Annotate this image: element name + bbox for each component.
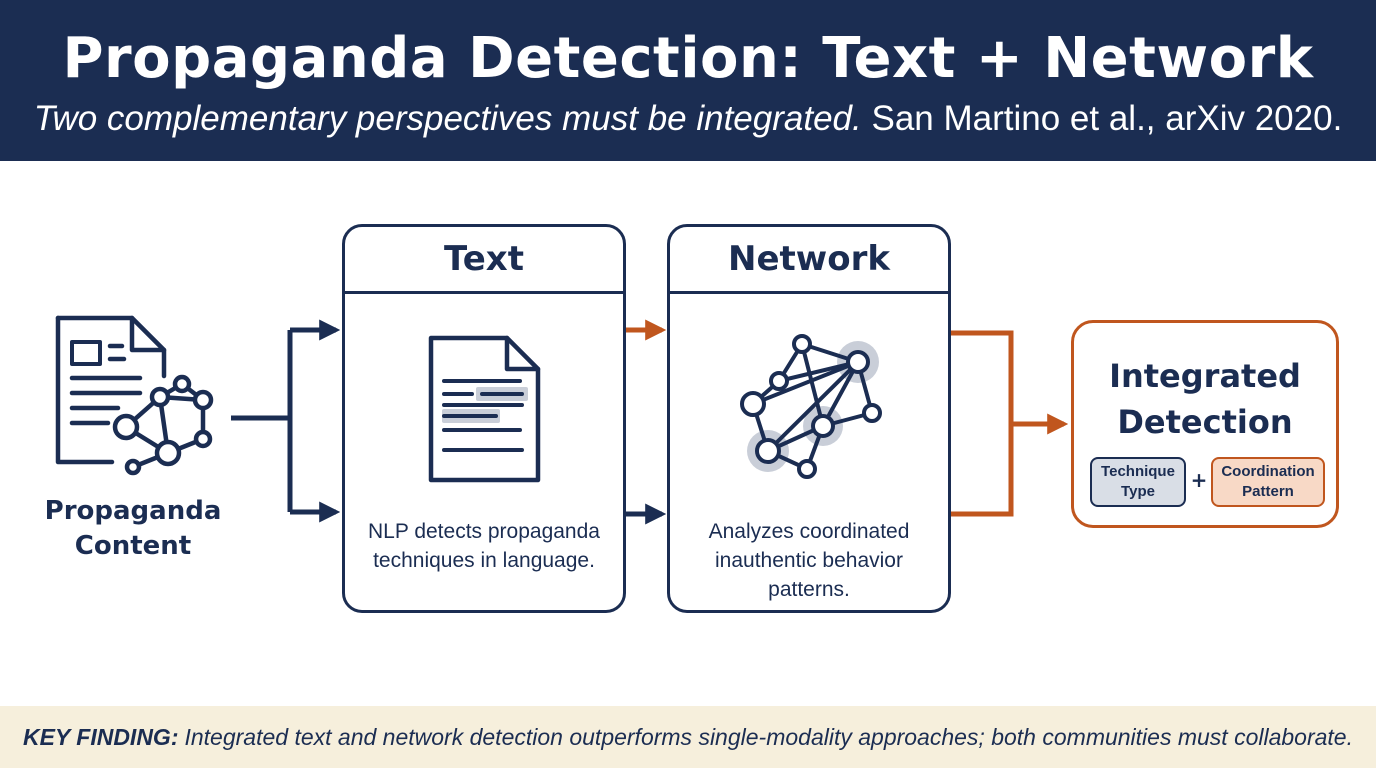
key-finding-label: KEY FINDING: <box>23 723 179 750</box>
text-box: Text NLP detects propaganda techniques i… <box>342 224 626 613</box>
integrated-detection-box: Integrated Detection Technique Type + Co… <box>1071 320 1339 528</box>
text-box-description: NLP detects propaganda techniques in lan… <box>368 520 600 572</box>
plus-sign: + <box>1190 468 1208 492</box>
propaganda-content-label: Propaganda Content <box>44 496 222 561</box>
key-finding-text: Integrated text and network detection ou… <box>184 723 1353 750</box>
header-banner: Propaganda Detection: Text + Network Two… <box>0 0 1376 161</box>
technique-type-tag: Technique Type <box>1090 457 1186 507</box>
highlighted-document-icon <box>428 335 540 482</box>
page-subtitle: Two complementary perspectives must be i… <box>0 99 1376 139</box>
network-box-title: Network <box>670 227 948 294</box>
network-graph-icon <box>739 333 882 479</box>
integrated-detection-title: Integrated Detection <box>1109 357 1301 441</box>
page-title: Propaganda Detection: Text + Network <box>62 26 1314 91</box>
subtitle-citation: San Martino et al., arXiv 2020. <box>871 99 1343 138</box>
subtitle-statement: Two complementary perspectives must be i… <box>33 99 862 138</box>
merge-connector <box>951 330 1069 517</box>
key-finding-footer: KEY FINDING: Integrated text and network… <box>0 706 1376 768</box>
input-split-connector <box>231 319 341 523</box>
coordination-pattern-tag: Coordination Pattern <box>1211 457 1325 507</box>
text-box-title: Text <box>345 227 623 294</box>
network-box: Network <box>667 224 951 613</box>
network-box-description: Analyzes coordinated inauthentic behavio… <box>708 520 910 601</box>
